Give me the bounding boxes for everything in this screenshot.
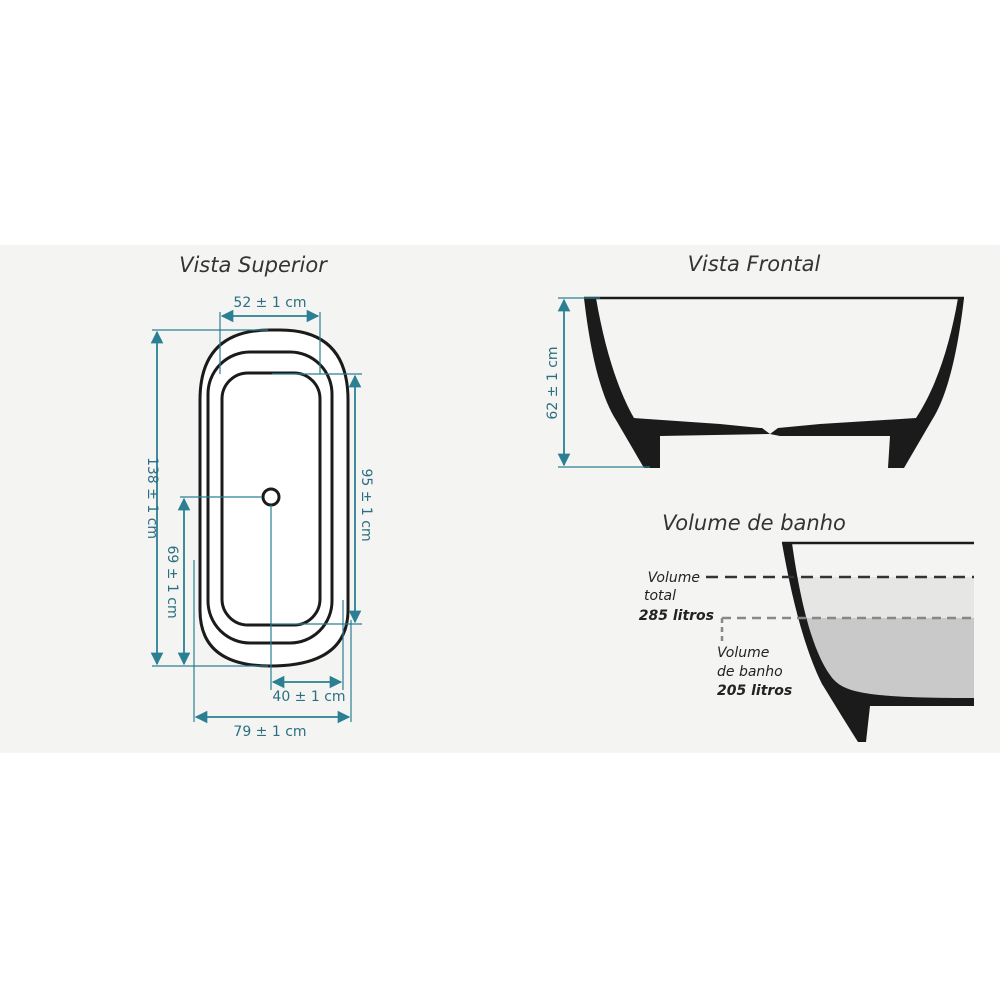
tub-front-silhouette — [584, 298, 964, 468]
water-bath-volume — [805, 618, 974, 702]
drain-icon — [261, 487, 281, 507]
total-volume-label-2: total — [644, 588, 676, 604]
volume-view: Volume de banho Volume total 285 litros … — [639, 511, 974, 742]
total-volume-label-1: Volume — [648, 570, 700, 586]
dim-label-total-width: 79 ± 1 cm — [233, 724, 306, 740]
bath-volume-label-2: de banho — [717, 664, 783, 680]
tub-wall-section — [782, 543, 974, 742]
front-view: Vista Frontal 62 ± 1 cm — [545, 252, 964, 468]
front-view-title: Vista Frontal — [688, 252, 821, 276]
bath-volume-value: 205 litros — [717, 683, 792, 699]
dim-label-inner-width: 52 ± 1 cm — [233, 295, 306, 311]
dim-label-total-length: 138 ± 1 cm — [144, 457, 160, 539]
total-volume-value: 285 litros — [639, 608, 714, 624]
dim-label-bottom-inner-width: 40 ± 1 cm — [272, 689, 345, 705]
volume-view-title: Volume de banho — [662, 511, 846, 535]
dim-label-height: 62 ± 1 cm — [545, 346, 561, 419]
dim-label-drain-distance: 69 ± 1 cm — [164, 545, 180, 618]
drain-notch-icon — [762, 428, 778, 434]
bath-volume-label-1: Volume — [717, 645, 769, 661]
top-view: Vista Superior 52 ± 1 cm 138 ± 1 cm 69 ±… — [144, 253, 374, 740]
dim-label-inner-length: 95 ± 1 cm — [358, 468, 374, 541]
top-view-title: Vista Superior — [179, 253, 328, 277]
